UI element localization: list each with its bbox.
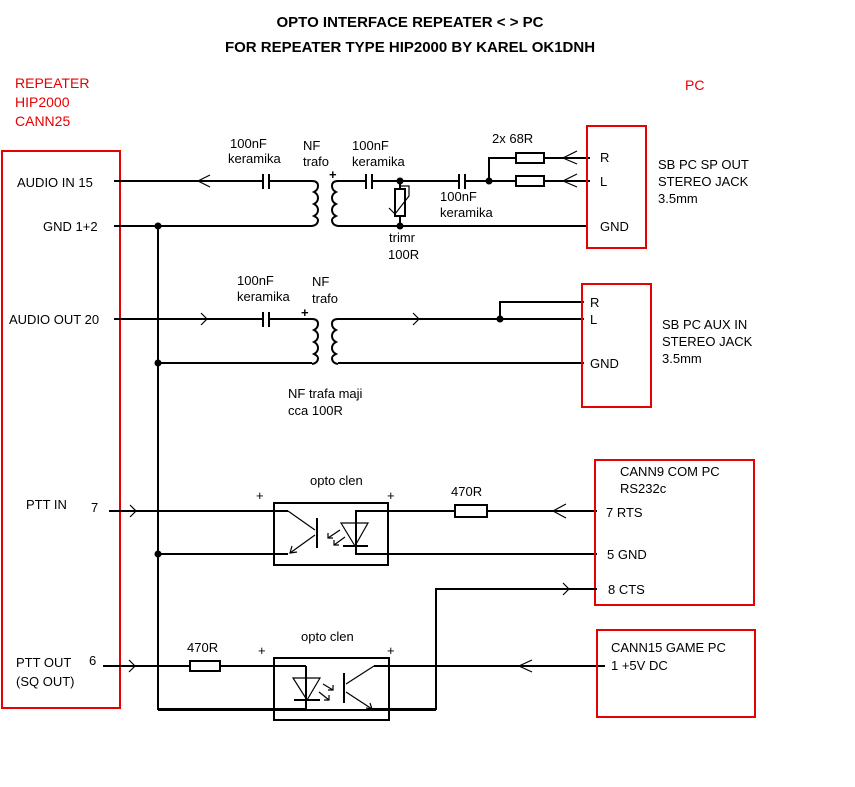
game-connector-box xyxy=(596,629,756,718)
transformer-primary-coil xyxy=(311,180,320,227)
trimmer-value: 100R xyxy=(388,247,419,262)
cap1-type: keramika xyxy=(228,151,282,166)
repeater-heading-1: REPEATER xyxy=(15,75,89,91)
trafo2-label-1: NF xyxy=(312,274,329,289)
transformer-secondary-coil xyxy=(330,318,339,365)
cap3-value: 100nF xyxy=(440,189,477,204)
aux-in-connector-box xyxy=(581,283,652,408)
title-line-2: FOR REPEATER TYPE HIP2000 BY KAREL OK1DN… xyxy=(225,39,595,56)
arrow-left-icon xyxy=(196,174,211,188)
transformer-secondary-coil xyxy=(330,180,339,227)
sp-out-desc-2: STEREO JACK xyxy=(658,174,749,189)
aux-in-pin-l: L xyxy=(590,312,597,327)
trafo2-label-2: trafo xyxy=(312,291,338,306)
aux-in-pin-gnd: GND xyxy=(590,356,619,371)
resistor-470r-label-1: 470R xyxy=(451,484,482,499)
pc-heading: PC xyxy=(685,77,704,93)
polarity-plus: + xyxy=(329,167,337,182)
resistor-68r-right xyxy=(515,152,545,164)
com-pin-rts: 7 RTS xyxy=(606,505,643,520)
com-pin-gnd: 5 GND xyxy=(607,547,647,562)
arrow-right-icon xyxy=(200,312,208,326)
arrow-left-icon xyxy=(561,150,578,165)
repeater-heading-3: CANN25 xyxy=(15,113,70,129)
sp-out-desc-3: 3.5mm xyxy=(658,191,698,206)
sp-out-pin-r: R xyxy=(600,150,609,165)
repeater-connector-box xyxy=(1,150,121,709)
audio-in-circuit xyxy=(114,150,590,230)
pin-audio-in-label: AUDIO IN 15 xyxy=(17,175,93,190)
aux-in-pin-r: R xyxy=(590,295,599,310)
resistor-470r xyxy=(189,660,221,672)
opto2-label: opto clen xyxy=(301,629,354,644)
sp-out-pin-gnd: GND xyxy=(600,219,629,234)
opto1-label: opto clen xyxy=(310,473,363,488)
sp-out-connector-box xyxy=(586,125,647,249)
resistor-470r xyxy=(454,504,488,518)
cap3-type: keramika xyxy=(440,205,494,220)
pin-ptt-out-label: PTT OUT xyxy=(16,655,71,670)
arrow-right-icon xyxy=(562,582,570,596)
trimmer-label: trimr xyxy=(389,230,416,245)
ptt-out-circuit xyxy=(103,582,605,721)
ground-bus xyxy=(154,222,436,711)
trafo1-label-1: NF xyxy=(303,138,320,153)
polarity-plus: + xyxy=(387,488,395,503)
pin-ptt-out-number: 6 xyxy=(89,653,96,668)
com-header-1: CANN9 COM PC xyxy=(620,464,720,479)
pin-ptt-in-number: 7 xyxy=(91,500,98,515)
cap1-value: 100nF xyxy=(230,136,267,151)
com-connector-box xyxy=(594,459,755,606)
com-header-2: RS232c xyxy=(620,481,667,496)
aux-in-desc-2: STEREO JACK xyxy=(662,334,753,349)
optocoupler-1 xyxy=(273,502,389,566)
polarity-plus: + xyxy=(258,643,266,658)
cap4-value: 100nF xyxy=(237,273,274,288)
arrow-left-icon xyxy=(551,503,567,519)
cap4-type: keramika xyxy=(237,289,291,304)
game-pin-5v: 1 +5V DC xyxy=(611,658,668,673)
arrow-right-icon xyxy=(128,659,136,673)
arrow-left-icon xyxy=(517,659,533,673)
trafo1-label-2: trafo xyxy=(303,154,329,169)
sp-out-pin-l: L xyxy=(600,174,607,189)
polarity-plus: + xyxy=(301,305,309,320)
resistor-470r-label-2: 470R xyxy=(187,640,218,655)
com-pin-cts: 8 CTS xyxy=(608,582,645,597)
pin-ptt-in-label: PTT IN xyxy=(26,497,67,512)
aux-in-desc-3: 3.5mm xyxy=(662,351,702,366)
sp-out-desc-1: SB PC SP OUT xyxy=(658,157,749,172)
cap2-value: 100nF xyxy=(352,138,389,153)
cap2-type: keramika xyxy=(352,154,406,169)
title-line-1: OPTO INTERFACE REPEATER < > PC xyxy=(277,14,544,31)
arrow-left-icon xyxy=(561,173,578,188)
trimmer-wiper xyxy=(388,185,410,215)
resistor-68r-left xyxy=(515,175,545,187)
arrow-right-icon xyxy=(412,312,420,326)
ptt-in-circuit xyxy=(109,502,597,566)
repeater-heading-2: HIP2000 xyxy=(15,94,70,110)
trafo-note-2: cca 100R xyxy=(288,403,343,418)
arrow-right-icon xyxy=(129,504,137,518)
polarity-plus: + xyxy=(387,643,395,658)
pin-gnd-label: GND 1+2 xyxy=(43,219,98,234)
aux-in-desc-1: SB PC AUX IN xyxy=(662,317,747,332)
polarity-plus: + xyxy=(256,488,264,503)
resistors-68r-label: 2x 68R xyxy=(492,131,533,146)
pin-sq-out-label: (SQ OUT) xyxy=(16,674,75,689)
audio-out-circuit xyxy=(114,301,584,365)
trafo-note-1: NF trafa maji xyxy=(288,386,363,401)
optocoupler-2 xyxy=(273,657,390,721)
pin-audio-out-label: AUDIO OUT 20 xyxy=(9,312,99,327)
game-header: CANN15 GAME PC xyxy=(611,640,726,655)
transformer-primary-coil xyxy=(311,318,320,365)
